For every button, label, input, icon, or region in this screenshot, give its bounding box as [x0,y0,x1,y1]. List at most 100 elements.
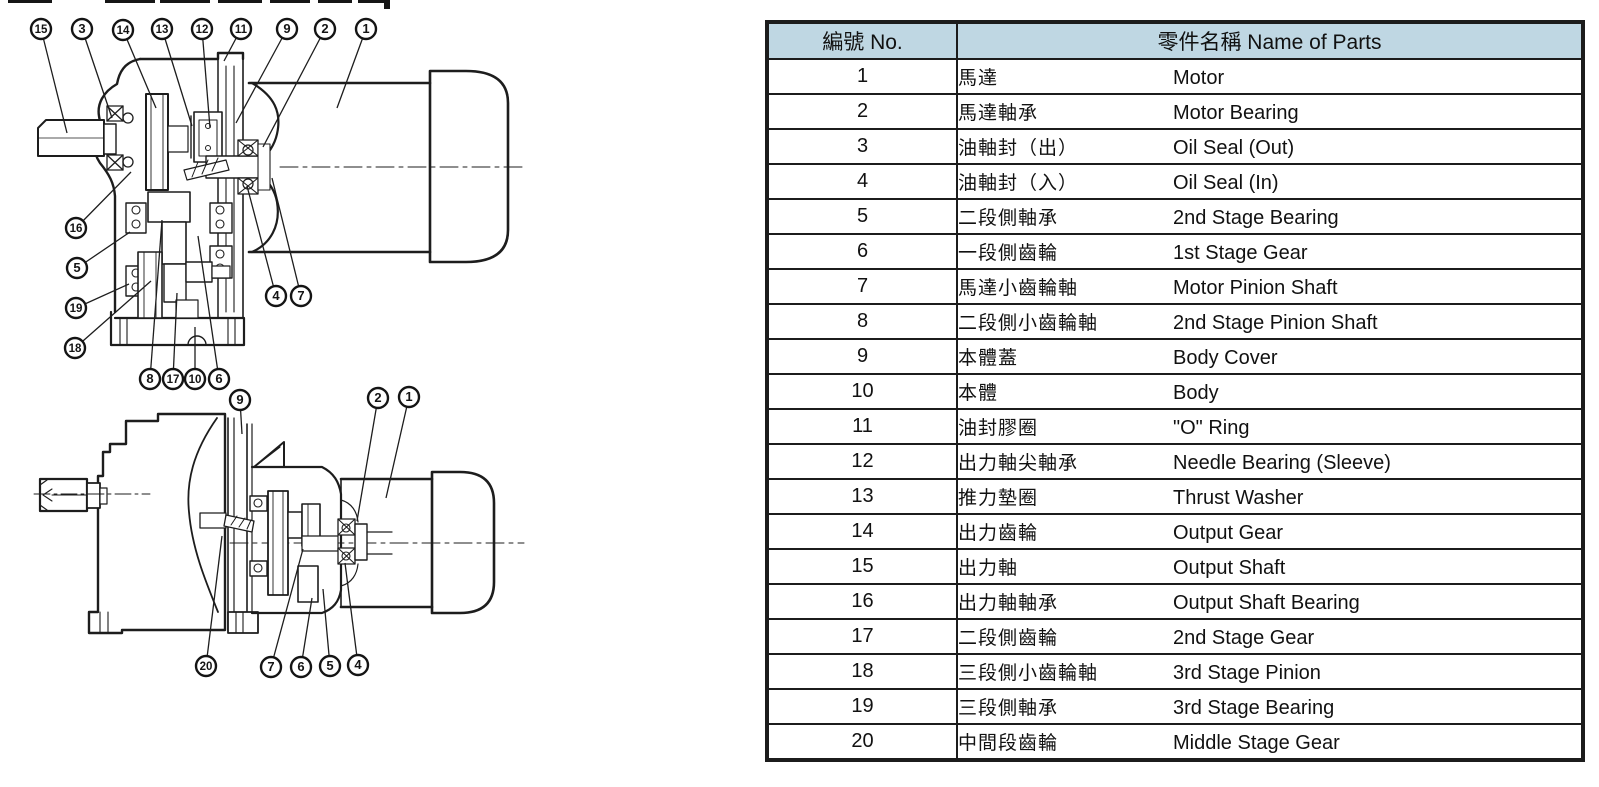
part-number: 7 [766,267,958,305]
svg-text:15: 15 [35,24,48,36]
part-name-en: Oil Seal (In) [1173,171,1279,194]
part-number: 6 [766,232,958,270]
part-name-zh: 本體 [958,382,999,404]
part-name-zh: 出力齒輪 [958,522,1039,544]
part-number: 19 [766,687,958,725]
part-number: 14 [766,512,958,550]
svg-text:5: 5 [326,658,333,673]
top-sectional-view [37,51,525,347]
callout-7-top-sectional-view: 7 [271,177,313,308]
callout-9-side-sectional-view: 9 [228,388,252,435]
gear-train-side-view [199,490,393,603]
part-name-zh: 中間段齒輪 [958,732,1059,754]
part-name-zh: 推力墊圈 [958,487,1039,509]
svg-text:13: 13 [156,24,169,36]
callout-18-top-sectional-view: 18 [63,280,152,360]
callout-1-top-sectional-view: 1 [336,17,378,109]
part-number: 5 [766,197,958,235]
part-number: 4 [766,162,958,200]
callout-16-top-sectional-view: 16 [64,171,132,240]
svg-text:5: 5 [73,260,80,275]
part-number: 2 [766,92,958,130]
part-number: 17 [766,617,958,655]
svg-text:4: 4 [272,288,280,303]
part-name-cell: 本體 Body [956,372,1584,410]
callout-6-side-sectional-view: 6 [289,597,313,679]
svg-text:10: 10 [189,374,202,386]
side-sectional-view [33,412,525,635]
svg-text:6: 6 [297,659,304,674]
svg-text:2: 2 [374,390,381,405]
part-name-zh: 馬達軸承 [958,102,1039,124]
part-name-zh: 二段側軸承 [958,207,1059,229]
svg-text:6: 6 [215,371,222,386]
svg-text:14: 14 [117,25,130,37]
part-name-en: Output Gear [1173,521,1284,544]
part-name-zh: 出力軸尖軸承 [958,452,1079,474]
svg-text:7: 7 [297,288,304,303]
svg-text:8: 8 [146,371,153,386]
part-name-zh: 油軸封（出） [958,137,1079,159]
callout-13-top-sectional-view: 13 [150,17,193,127]
part-number: 12 [766,442,958,480]
oil-seal-and-bearings [106,105,134,171]
callout-14-top-sectional-view: 14 [111,18,157,109]
part-name-zh: 一段側齒輪 [958,242,1059,264]
part-name-cell: 一段側齒輪 1st Stage Gear [956,232,1584,270]
part-number: 16 [766,582,958,620]
table-header-name: 零件名稱 Name of Parts [956,21,1584,60]
callout-15-top-sectional-view: 15 [29,17,68,134]
part-name-en: 3rd Stage Bearing [1173,696,1335,719]
svg-text:20: 20 [200,661,213,673]
part-number: 18 [766,652,958,690]
part-name-zh: 二段側齒輪 [958,627,1059,649]
part-name-en: Motor [1173,66,1225,89]
svg-text:2: 2 [321,21,328,36]
callout-2-side-sectional-view: 2 [356,386,390,522]
part-name-en: Body [1173,381,1219,404]
part-name-cell: 油軸封（入）Oil Seal (In) [956,162,1584,200]
part-name-en: Body Cover [1173,346,1278,369]
part-number: 11 [766,407,958,445]
svg-text:16: 16 [70,223,83,235]
part-name-en: 1st Stage Gear [1173,241,1308,264]
part-name-zh: 本體蓋 [958,347,1019,369]
callout-12-top-sectional-view: 12 [190,17,214,129]
part-name-cell: 油封膠圈"O" Ring [956,407,1584,445]
part-name-zh: 油封膠圈 [958,417,1039,439]
part-name-cell: 中間段齒輪 Middle Stage Gear [956,722,1584,762]
part-number: 1 [766,58,958,95]
callout-3-top-sectional-view: 3 [70,17,113,119]
svg-text:9: 9 [236,392,243,407]
part-name-zh: 二段側小齒輪軸 [958,312,1099,334]
part-name-zh: 出力軸軸承 [958,592,1059,614]
part-name-en: Middle Stage Gear [1173,731,1340,754]
part-name-en: 3rd Stage Pinion [1173,661,1321,684]
part-number: 3 [766,127,958,165]
callout-2-top-sectional-view: 2 [262,17,337,148]
svg-text:4: 4 [354,657,362,672]
callout-8-top-sectional-view: 8 [138,219,163,391]
